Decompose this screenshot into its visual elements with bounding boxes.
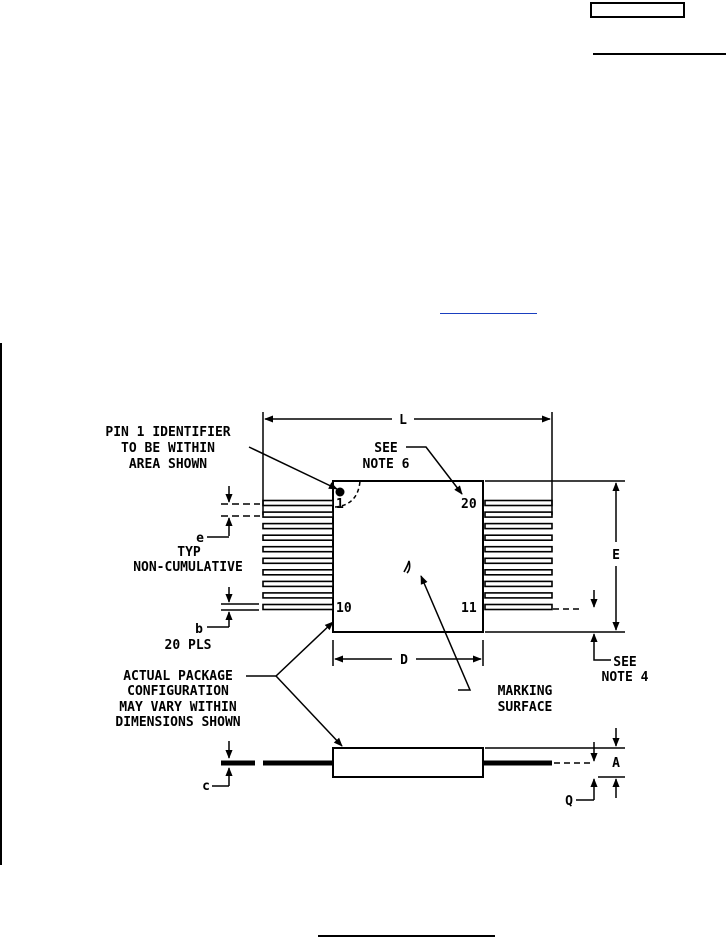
package-body [332, 480, 484, 633]
pin-number-10: 10 [336, 601, 352, 616]
label-c: c [202, 779, 210, 794]
note-6-line-2: NOTE 6 [363, 457, 410, 472]
config-note-line-2: CONFIGURATION [127, 684, 229, 699]
footer-rule [318, 935, 495, 937]
label-a: A [612, 756, 620, 771]
pitch-label-e: e [196, 531, 204, 546]
pin-1-area-boundary [334, 480, 361, 508]
lead-width-label-count: 20 PLS [165, 638, 212, 653]
config-leader-side [275, 675, 343, 747]
lead-right [484, 580, 553, 588]
lead-right [484, 603, 553, 611]
dimension-q [576, 742, 598, 801]
dimension-a [485, 728, 625, 798]
label-d: D [400, 653, 408, 668]
lead-right [484, 522, 553, 530]
lead-right [484, 534, 553, 542]
note-6-line-1: SEE [374, 441, 397, 456]
pin-1-note-line-3: AREA SHOWN [129, 457, 207, 472]
lead-right [484, 511, 553, 518]
note-6-leader [406, 446, 463, 495]
config-leader-top [246, 621, 334, 677]
marking-leader [420, 575, 472, 691]
marking-note-line-1: MARKING [498, 684, 553, 699]
lead-left [262, 545, 334, 553]
package-leads [262, 499, 553, 611]
pin-1-dot [335, 487, 345, 497]
config-note-line-3: MAY VARY WITHIN [119, 700, 237, 715]
pitch-label-noncumulative: NON-CUMULATIVE [133, 560, 243, 575]
package-side-view [332, 747, 484, 778]
lead-right [484, 557, 553, 565]
dimension-e-pitch [207, 486, 260, 538]
note-4-dimension [553, 590, 611, 661]
pin-number-1: 1 [336, 497, 344, 512]
lead-right [484, 568, 553, 576]
lead-left [262, 534, 334, 542]
marking-surface-symbol [403, 560, 411, 574]
dimension-l [262, 412, 553, 515]
lead-right [484, 592, 553, 599]
marking-note-line-2: SURFACE [498, 700, 553, 715]
lead-left [262, 580, 334, 588]
pin-number-20: 20 [461, 497, 477, 512]
lead-left [262, 557, 334, 565]
dimension-b [207, 587, 259, 628]
pin-1-note-line-1: PIN 1 IDENTIFIER [105, 425, 230, 440]
lead-left [262, 499, 334, 507]
lead-right [484, 499, 553, 507]
lead-left [262, 568, 334, 576]
pitch-label-typ: TYP [177, 545, 201, 560]
pin-number-11: 11 [461, 601, 477, 616]
lead-left [262, 603, 334, 611]
label-e: E [612, 548, 620, 563]
dimension-d [332, 640, 484, 666]
note-4-line-1: SEE [613, 655, 636, 670]
lead-right [484, 545, 553, 553]
config-note-line-4: DIMENSIONS SHOWN [115, 715, 240, 730]
pin-1-leader [248, 446, 338, 490]
lead-left [262, 592, 334, 599]
pin-1-note-line-2: TO BE WITHIN [121, 441, 215, 456]
label-q: Q [565, 794, 573, 809]
lead-width-label-b: b [195, 622, 203, 637]
header-rule [593, 53, 726, 55]
dimension-e [485, 480, 625, 633]
label-l: L [399, 413, 407, 428]
hyperlink-underline[interactable] [440, 313, 537, 314]
dimension-c [212, 741, 233, 787]
page-number-box [590, 2, 685, 18]
change-bar [0, 343, 2, 865]
lead-left [262, 522, 334, 530]
lead-left [262, 511, 334, 518]
leader-lines [246, 446, 472, 747]
note-4-line-2: NOTE 4 [602, 670, 649, 685]
config-note-line-1: ACTUAL PACKAGE [123, 669, 233, 684]
